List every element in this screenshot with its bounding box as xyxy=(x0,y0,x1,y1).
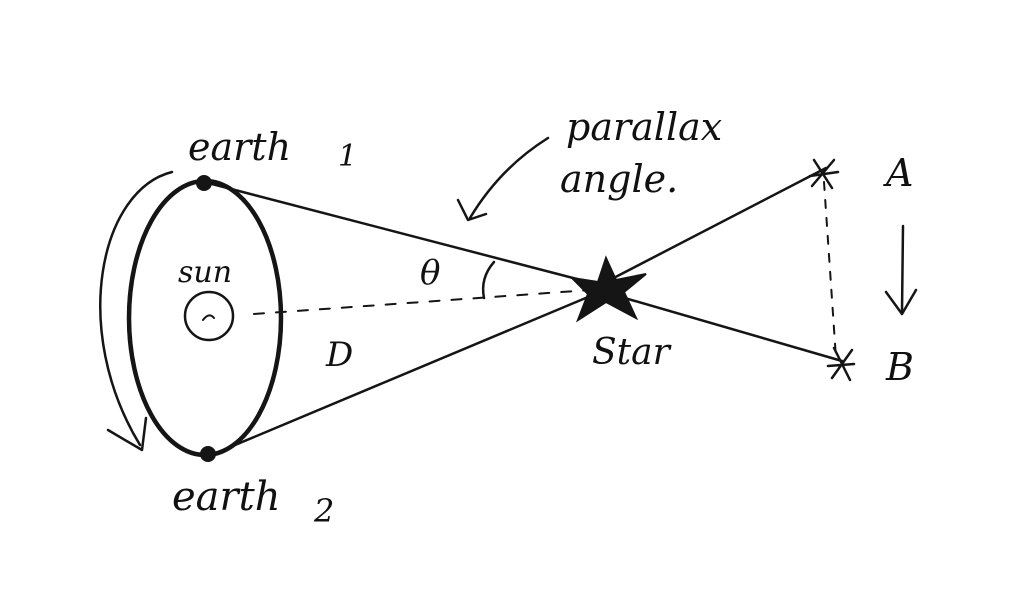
sight-line-earth1 xyxy=(210,182,602,287)
star-label: Star xyxy=(592,332,672,373)
earth-1-label: earth xyxy=(188,125,291,169)
orbit-arrowhead xyxy=(106,416,148,452)
projection-line-a xyxy=(602,166,828,285)
parallax-label-line2: angle. xyxy=(560,157,678,201)
earth-2-subscript: 2 xyxy=(313,492,334,530)
sun-label: sun xyxy=(178,255,232,290)
parallax-pointer-arrow xyxy=(468,136,550,220)
theta-arc xyxy=(481,260,496,300)
parallax-label-line1: parallax xyxy=(566,105,722,149)
earth-2-label: earth xyxy=(172,474,280,520)
shift-arrowhead xyxy=(884,288,918,316)
shift-arrow-shaft xyxy=(900,224,905,314)
sun-inner-mark xyxy=(202,314,215,321)
parallax-pointer-arrowhead xyxy=(456,198,488,222)
earth-1-subscript: 1 xyxy=(338,139,357,174)
apparent-shift-dashed-line xyxy=(823,181,837,359)
distance-dashed-line xyxy=(253,289,591,315)
sight-line-earth2 xyxy=(214,290,602,455)
earth-2-dot xyxy=(200,446,216,462)
position-a-label: A xyxy=(883,151,913,195)
distance-label: D xyxy=(325,335,353,375)
apparent-position-a-mark xyxy=(808,158,840,190)
position-b-label: B xyxy=(885,345,914,389)
star-icon xyxy=(569,255,647,323)
apparent-position-b-mark xyxy=(826,346,856,382)
sun-circle xyxy=(183,290,235,342)
earth-1-dot xyxy=(196,175,212,191)
projection-line-b xyxy=(602,290,844,363)
orbit-direction-arrow xyxy=(99,170,174,447)
theta-label: θ xyxy=(420,253,440,293)
